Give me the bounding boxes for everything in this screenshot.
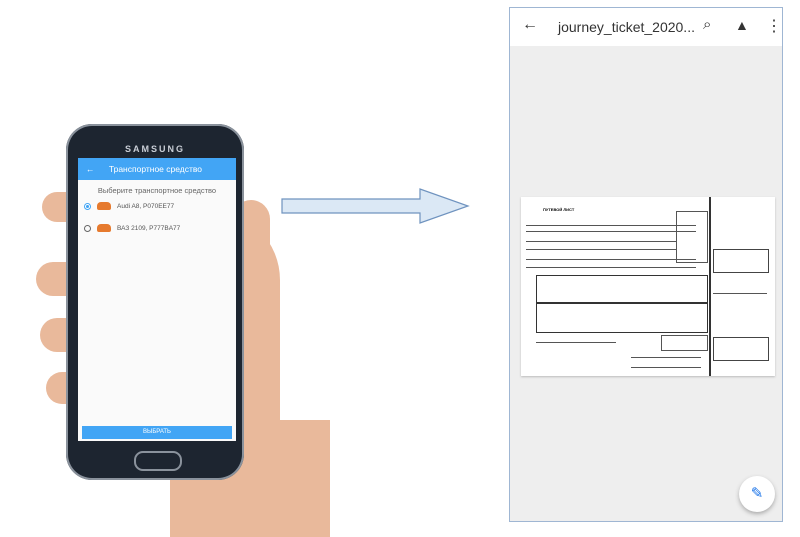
file-name: journey_ticket_2020... [558, 19, 695, 35]
vehicle-option[interactable]: ВАЗ 2109, P777BA77 [84, 220, 180, 236]
document-page[interactable]: ПУТЕВОЙ ЛИСТ [521, 197, 775, 376]
back-icon[interactable]: ← [522, 16, 538, 33]
car-icon [97, 202, 111, 210]
select-button[interactable]: ВЫБРАТЬ [82, 426, 232, 439]
pdf-viewer: ← journey_ticket_2020... ⌕ ▲ ⋮ ПУТЕВОЙ Л… [509, 7, 783, 522]
home-button[interactable] [134, 451, 182, 471]
phone-screen: ← Транспортное средство Выберите транспо… [78, 158, 236, 441]
document-title: ПУТЕВОЙ ЛИСТ [543, 207, 575, 212]
viewer-toolbar: ← journey_ticket_2020... ⌕ ▲ ⋮ [510, 8, 782, 46]
more-menu-icon[interactable]: ⋮ [766, 18, 782, 35]
edit-button[interactable]: ✎ [739, 476, 775, 512]
car-icon [97, 224, 111, 232]
phone-brand: SAMSUNG [124, 144, 185, 154]
vehicle-label: ВАЗ 2109, P777BA77 [117, 224, 181, 232]
find-in-document-icon[interactable]: ⌕ [703, 16, 712, 33]
vehicle-option[interactable]: Audi A8, P070EE77 [84, 198, 174, 214]
phone: SAMSUNG ← Транспортное средство Выберите… [66, 124, 244, 480]
radio-selected[interactable] [84, 202, 91, 210]
add-to-drive-icon[interactable]: ▲ [735, 17, 749, 33]
back-icon[interactable]: ← [86, 164, 95, 174]
radio-unselected[interactable] [84, 224, 91, 232]
app-bar: ← Транспортное средство [78, 158, 236, 180]
prompt-label: Выберите транспортное средство [97, 186, 217, 195]
vehicle-label: Audi A8, P070EE77 [117, 202, 175, 210]
app-title: Транспортное средство [108, 164, 203, 174]
arrow-icon [281, 188, 470, 224]
